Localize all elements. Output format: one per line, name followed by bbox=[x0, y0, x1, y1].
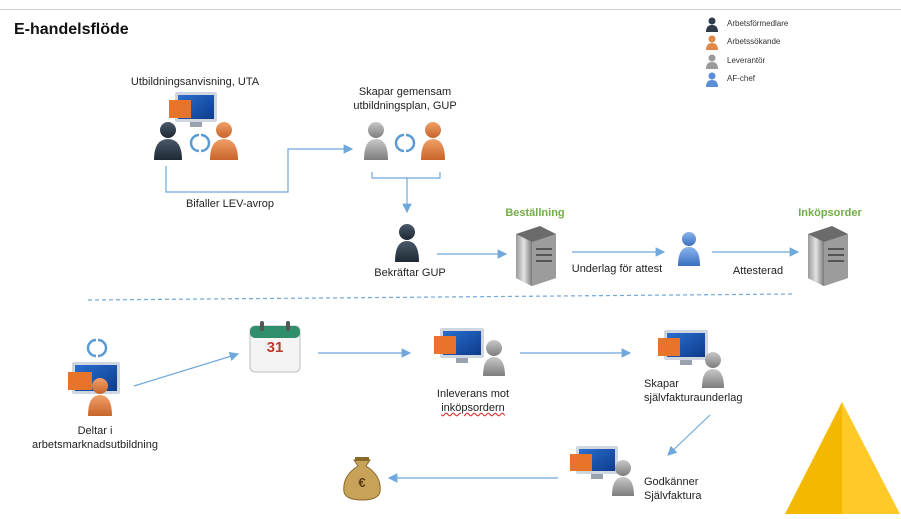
money-bag-symbol: € bbox=[358, 475, 366, 490]
server-icon-inkopsorder bbox=[808, 226, 848, 286]
sync-icon bbox=[189, 133, 211, 153]
person-icon-arbetssokande bbox=[88, 378, 112, 416]
legend-label: Arbetssökande bbox=[727, 37, 781, 46]
label-godkanner-line2: Självfaktura bbox=[644, 490, 702, 502]
calendar-icon bbox=[249, 321, 301, 373]
person-icon bbox=[706, 35, 718, 50]
arrow-deltar-to-calendar bbox=[133, 351, 240, 387]
legend-label: Leverantör bbox=[727, 56, 766, 65]
label-skapar-line1: Skapar bbox=[644, 378, 679, 390]
person-icon-af-chef bbox=[678, 232, 700, 266]
label-bifaller: Bifaller LEV-avrop bbox=[185, 198, 275, 210]
sync-icon bbox=[86, 338, 108, 358]
arrow-skapar-to-godkanner bbox=[667, 414, 711, 456]
person-icon-arbetsformedlare bbox=[154, 122, 182, 160]
computer-icon bbox=[434, 328, 484, 363]
label-underlag: Underlag för attest bbox=[571, 263, 663, 275]
person-icon-leverantor bbox=[483, 340, 505, 376]
label-deltar-line2: arbetsmarknadsutbildning bbox=[32, 439, 158, 451]
connector-lines bbox=[87, 144, 800, 483]
label-bestallning: Beställning bbox=[505, 207, 565, 219]
label-attesterad: Attesterad bbox=[732, 265, 784, 277]
person-icon bbox=[706, 17, 718, 32]
calendar-day: 31 bbox=[266, 339, 284, 356]
bracket-gup bbox=[371, 172, 441, 179]
money-bag-icon bbox=[343, 457, 381, 501]
label-inleverans: Inleverans mot inköpsordern bbox=[418, 387, 528, 415]
section-divider bbox=[87, 293, 795, 301]
pyramid-decoration bbox=[785, 402, 900, 514]
label-gup-line2: utbildningsplan, GUP bbox=[353, 100, 457, 112]
label-uta: Utbildningsanvisning, UTA bbox=[130, 76, 260, 88]
person-icon-leverantor bbox=[364, 122, 388, 160]
computer-icon bbox=[570, 446, 618, 479]
top-divider bbox=[0, 9, 901, 10]
server-icon-bestallning bbox=[516, 226, 556, 286]
person-icon-arbetssokande bbox=[210, 122, 238, 160]
label-godkanner-line1: Godkänner bbox=[644, 476, 699, 488]
legend-label: AF-chef bbox=[727, 74, 756, 83]
person-icon bbox=[706, 72, 718, 87]
label-deltar-line1: Deltar i bbox=[77, 425, 113, 437]
person-icon-arbetssokande bbox=[421, 122, 445, 160]
label-godkanner: Godkänner Självfaktura bbox=[644, 475, 701, 503]
person-icon-leverantor bbox=[702, 352, 724, 388]
person-icon bbox=[706, 54, 718, 69]
person-icon-leverantor bbox=[612, 460, 634, 496]
sync-icon bbox=[394, 133, 416, 153]
person-icon-arbetsformedlare bbox=[395, 224, 419, 262]
page-title: E-handelsflöde bbox=[14, 21, 129, 38]
label-gup: Skapar gemensam utbildningsplan, GUP bbox=[340, 85, 470, 113]
label-skapar: Skapar självfakturaunderlag bbox=[644, 377, 742, 405]
computer-icon bbox=[169, 92, 217, 127]
label-inleverans-line1: Inleverans mot bbox=[436, 388, 510, 400]
label-gup-line1: Skapar gemensam bbox=[358, 86, 452, 98]
label-inkopsorder: Inköpsorder bbox=[798, 207, 862, 219]
label-inleverans-line2: inköpsordern bbox=[441, 402, 505, 414]
label-deltar: Deltar i arbetsmarknadsutbildning bbox=[10, 424, 180, 452]
label-bekraftar: Bekräftar GUP bbox=[374, 267, 446, 279]
arrow-uta-to-gup bbox=[165, 144, 354, 193]
legend-label: Arbetsförmedlare bbox=[727, 19, 789, 28]
label-skapar-line2: självfakturaunderlag bbox=[644, 392, 743, 404]
computer-icon bbox=[658, 330, 708, 365]
